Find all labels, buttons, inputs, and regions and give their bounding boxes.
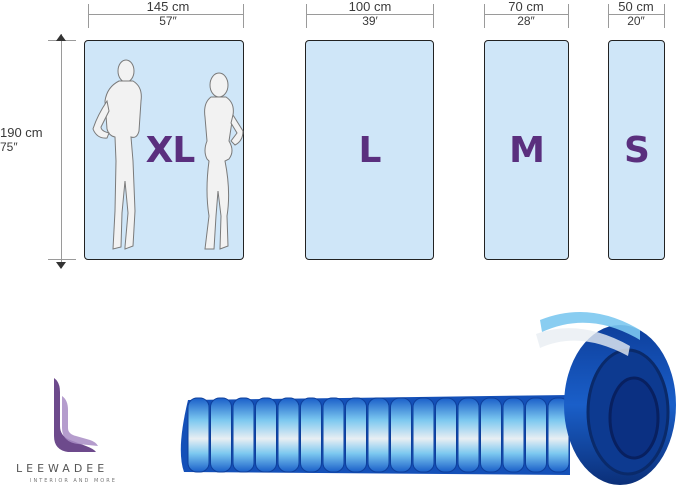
m-width-cm: 70 cm — [508, 0, 544, 14]
s-width-inch: 20″ — [627, 14, 645, 28]
size-label-l: L — [358, 129, 382, 171]
xl-width-line — [88, 14, 243, 15]
cushion-segment — [277, 397, 300, 473]
l-width-inch: 39′ — [362, 14, 378, 28]
height-arrow-bottom — [56, 262, 66, 269]
height-arrow-top — [56, 34, 66, 41]
cushion-segment — [457, 397, 480, 473]
cushion-segment — [502, 397, 525, 473]
height-cm: 190 cm — [0, 125, 43, 140]
cushion-segment — [187, 397, 210, 473]
cushion-segment — [435, 397, 457, 473]
human-figures-icon — [92, 59, 244, 250]
cushion-segment — [390, 397, 412, 473]
rolled-cushion-mat-image — [180, 312, 676, 485]
s-width-tick-left — [608, 4, 609, 28]
brand-tagline: INTERIOR AND MORE — [30, 478, 117, 484]
size-label-s: S — [624, 129, 650, 171]
cushion-segment — [367, 397, 390, 473]
xl-width-inch: 57″ — [159, 14, 177, 28]
s-width-tick-right — [664, 4, 665, 28]
size-label-xl: XL — [145, 129, 196, 171]
m-width-line — [484, 14, 568, 15]
s-width-cm: 50 cm — [618, 0, 654, 14]
cushion-segment — [232, 397, 255, 473]
xl-width-tick-right — [243, 4, 244, 28]
height-label: 190 cm 75″ — [0, 125, 52, 155]
s-width-line — [608, 14, 664, 15]
brand-name: LEEWADEE — [16, 462, 109, 475]
xl-width-tick-left — [88, 4, 89, 28]
mat-s: S — [608, 40, 665, 260]
cushion-segment — [210, 397, 232, 473]
l-width-cm: 100 cm — [348, 0, 392, 14]
cushion-segment — [300, 397, 322, 473]
size-label-m: M — [509, 129, 545, 171]
m-width-inch: 28″ — [517, 14, 535, 28]
s-width-label: 50 cm 20″ — [606, 0, 666, 28]
height-tick-bottom — [48, 259, 76, 260]
height-inch: 75″ — [0, 140, 18, 154]
mat-l: L — [305, 40, 434, 260]
xl-width-label: 145 cm 57″ — [118, 0, 218, 28]
l-width-line — [306, 14, 433, 15]
m-width-tick-left — [484, 4, 485, 28]
roll-inner — [608, 376, 660, 460]
l-width-tick-left — [306, 4, 307, 28]
l-width-tick-right — [433, 4, 434, 28]
cushion-segment — [412, 397, 435, 473]
leewadee-logo-icon — [54, 378, 98, 452]
cushion-segment — [525, 397, 547, 473]
l-width-label: 100 cm 39′ — [320, 0, 420, 28]
m-width-tick-right — [568, 4, 569, 28]
m-width-label: 70 cm 28″ — [486, 0, 566, 28]
height-line — [61, 34, 62, 268]
cushion-segments — [187, 397, 570, 473]
cushion-segment — [480, 397, 502, 473]
xl-width-cm: 145 cm — [146, 0, 190, 14]
mat-xl: XL — [84, 40, 244, 260]
cushion-segment — [255, 397, 277, 473]
mat-m: M — [484, 40, 569, 260]
cushion-segment — [345, 397, 367, 473]
cushion-segment — [322, 397, 345, 473]
